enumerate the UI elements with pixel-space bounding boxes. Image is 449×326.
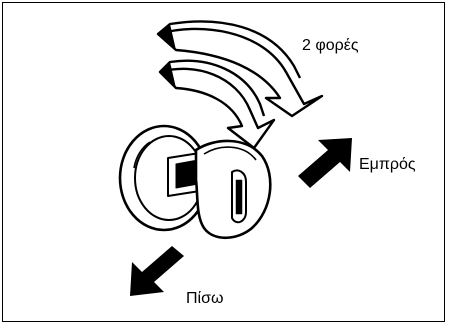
forward-label: Εμπρός: [359, 156, 416, 173]
back-arrow-icon: [130, 246, 184, 296]
curved-turn-arrow-icon: [156, 20, 324, 118]
key-icon: [194, 139, 272, 240]
curved-turn-arrow-icon: [158, 59, 276, 150]
back-label: Πίσω: [186, 290, 224, 307]
figure-frame: [2, 2, 445, 322]
forward-arrow-icon: [298, 138, 352, 188]
turn-count-label: 2 φορές: [302, 37, 359, 54]
